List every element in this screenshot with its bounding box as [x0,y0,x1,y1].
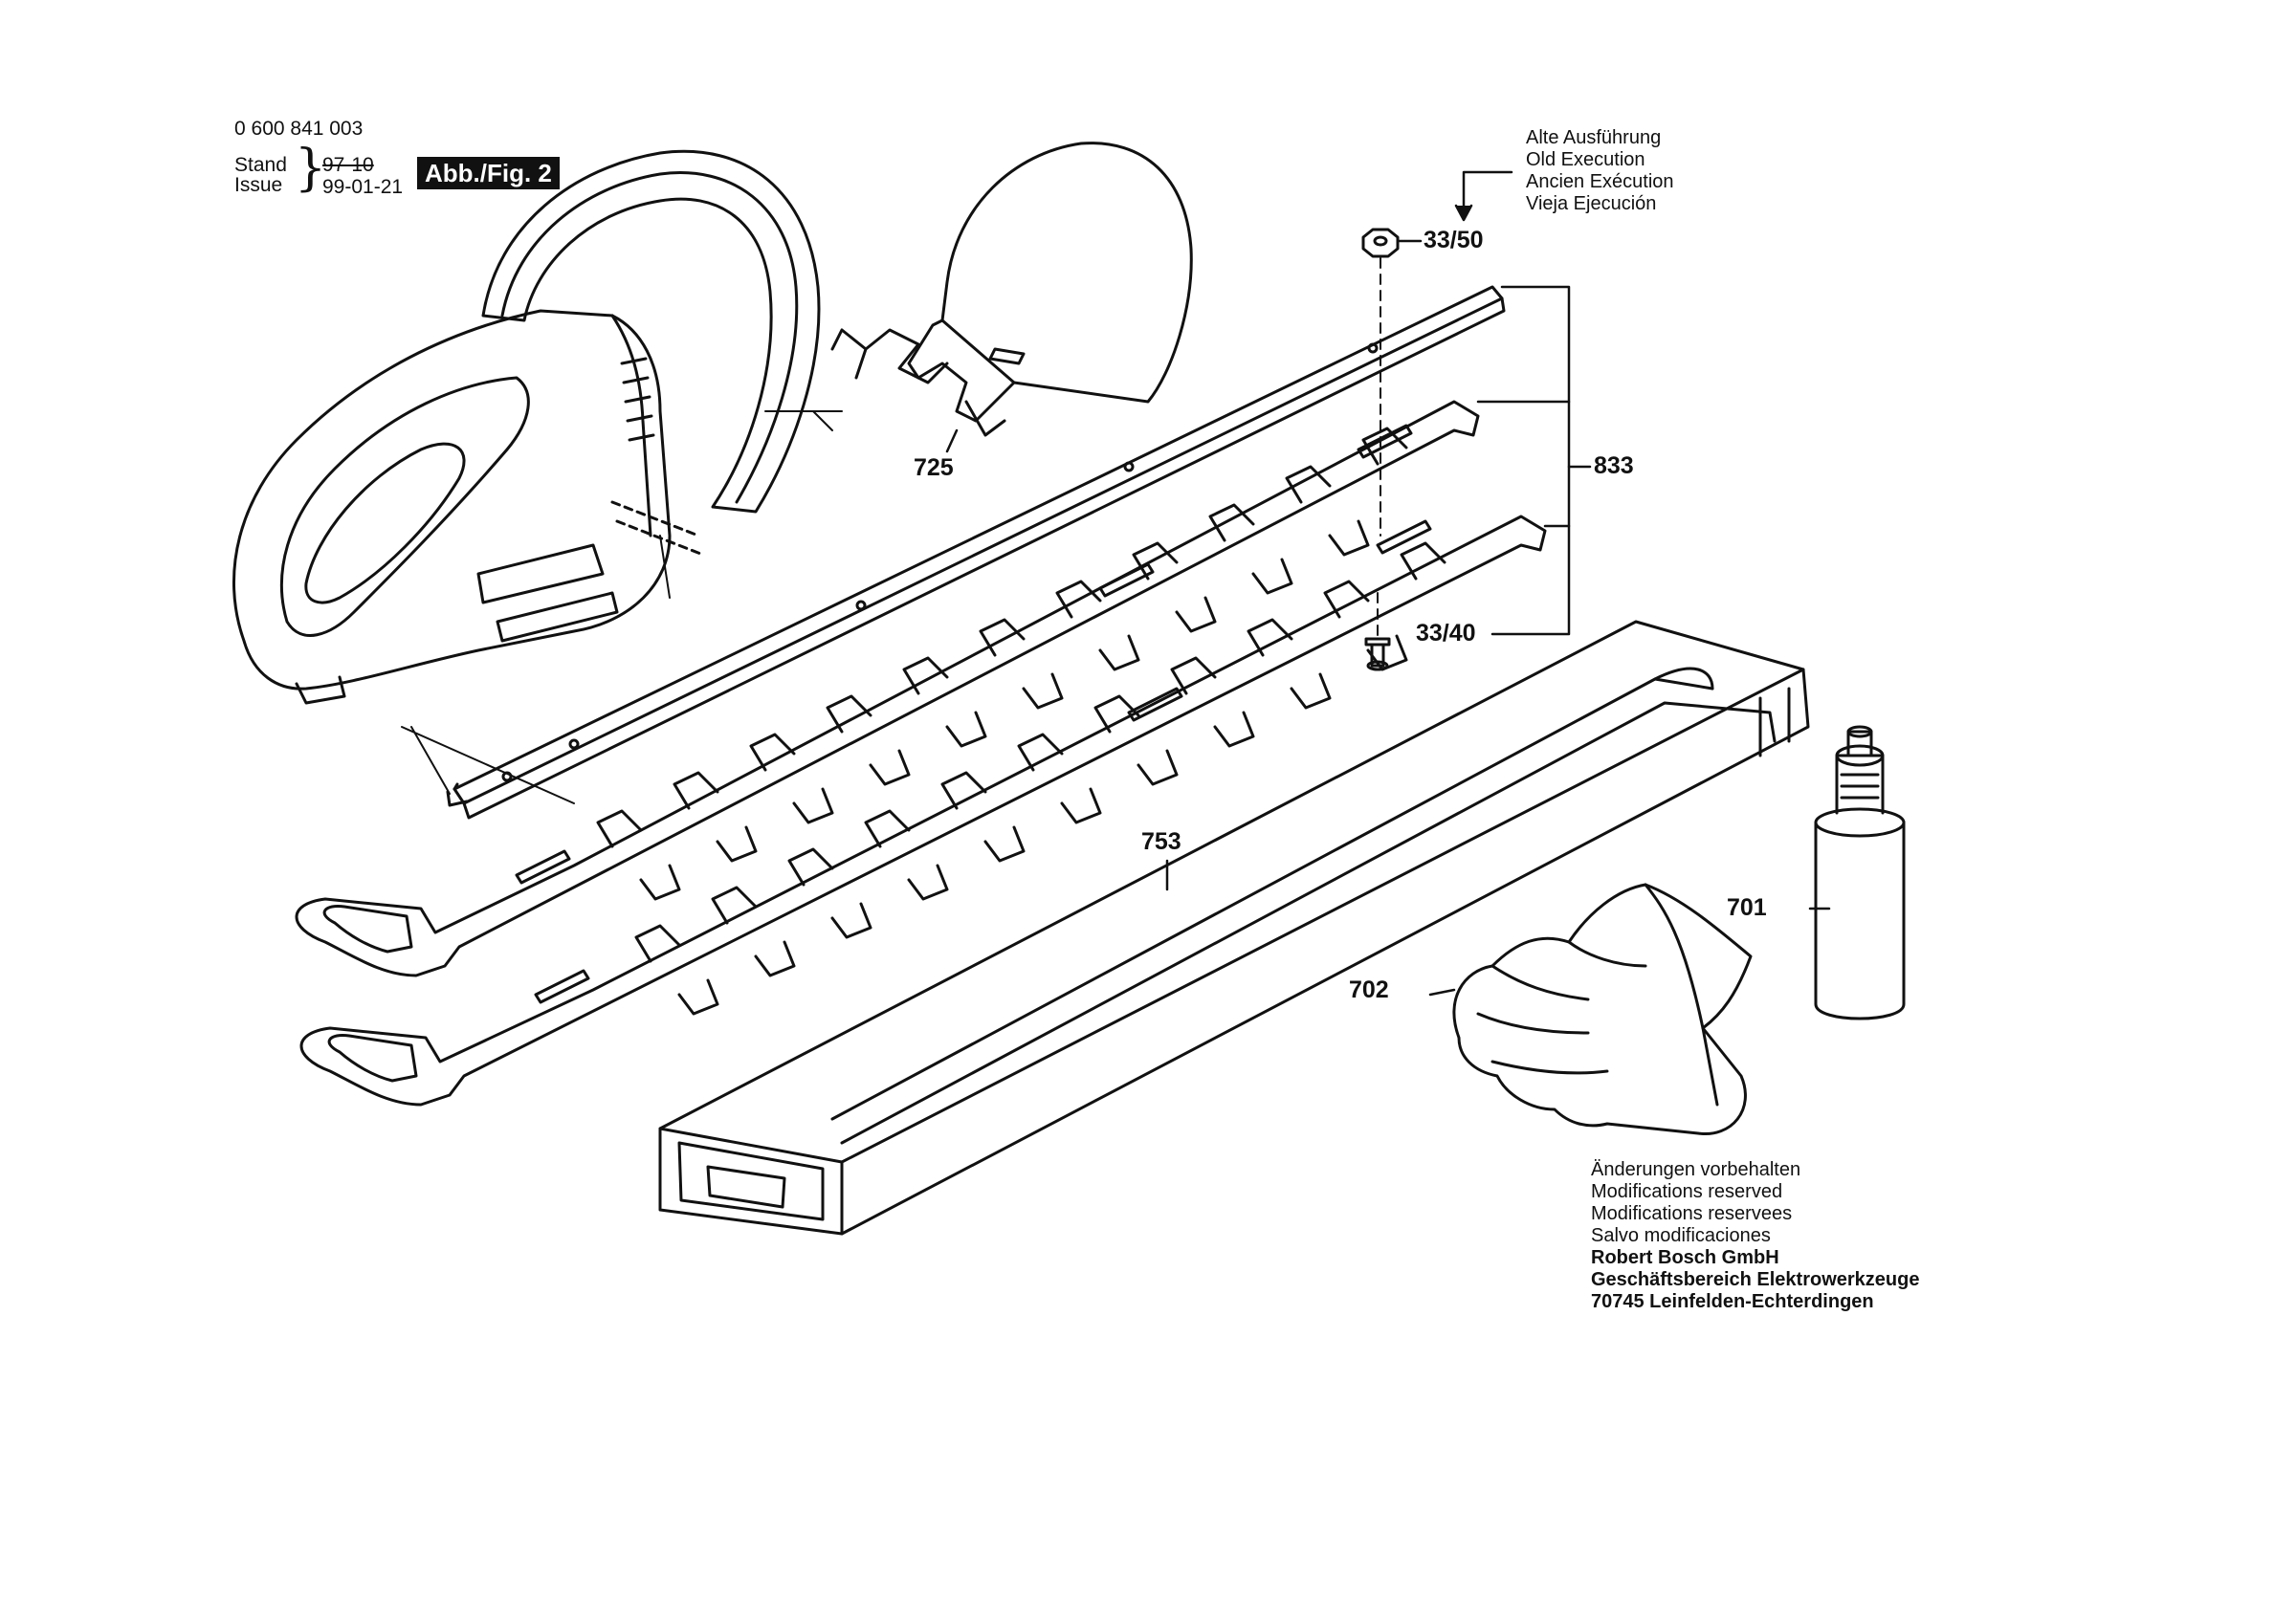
doc-number: 0 600 841 003 [234,118,364,140]
blade-rail [446,285,1506,820]
mod-line-en: Modifications reserved [1591,1181,1783,1202]
part-label-833: 833 [1594,452,1634,479]
loop-handle [481,149,821,514]
old-date: 97-10 [322,154,374,176]
part-label-33-50: 33/50 [1424,227,1484,253]
oil-bottle-701 [1814,725,1906,1020]
company-address: 70745 Leinfelden-Echterdingen [1591,1291,1874,1312]
blade-guard-725 [764,142,1193,437]
note-line-en: Old Execution [1526,149,1645,170]
mod-line-fr: Modifications reservees [1591,1203,1793,1224]
leader-lines [945,170,1831,997]
note-line-es: Vieja Ejecución [1526,193,1657,214]
part-label-701: 701 [1727,894,1767,921]
blade-cover-753 [658,620,1810,1236]
mod-line-de: Änderungen vorbehalten [1591,1159,1801,1180]
figure-label: Abb./Fig. 2 [417,157,560,189]
gloves-702 [1452,883,1753,1136]
note-line-de: Alte Ausführung [1526,127,1662,148]
part-label-702: 702 [1349,976,1389,1003]
blade-lower [299,515,1547,1107]
issue-label: Issue [234,174,283,196]
nut-33-50 [1361,228,1400,537]
part-label-33-40: 33/40 [1416,620,1476,647]
note-line-fr: Ancien Exécution [1526,171,1674,192]
modifications-note: Änderungen vorbehalten Modifications res… [1591,1159,1919,1313]
trimmer-housing [232,149,821,804]
part-label-725: 725 [914,454,954,481]
header-brace: } [295,140,327,197]
old-execution-note: Alte Ausführung Old Execution Ancien Exé… [1526,127,1674,215]
company-division: Geschäftsbereich Elektrowerkzeuge [1591,1269,1920,1290]
part-label-753: 753 [1141,828,1181,855]
screw-33-40 [1364,592,1391,671]
company-name: Robert Bosch GmbH [1591,1247,1779,1268]
stand-label: Stand [234,154,287,176]
issue-date: 99-01-21 [322,176,404,198]
mod-line-es: Salvo modificaciones [1591,1225,1771,1246]
blade-upper [295,400,1480,977]
